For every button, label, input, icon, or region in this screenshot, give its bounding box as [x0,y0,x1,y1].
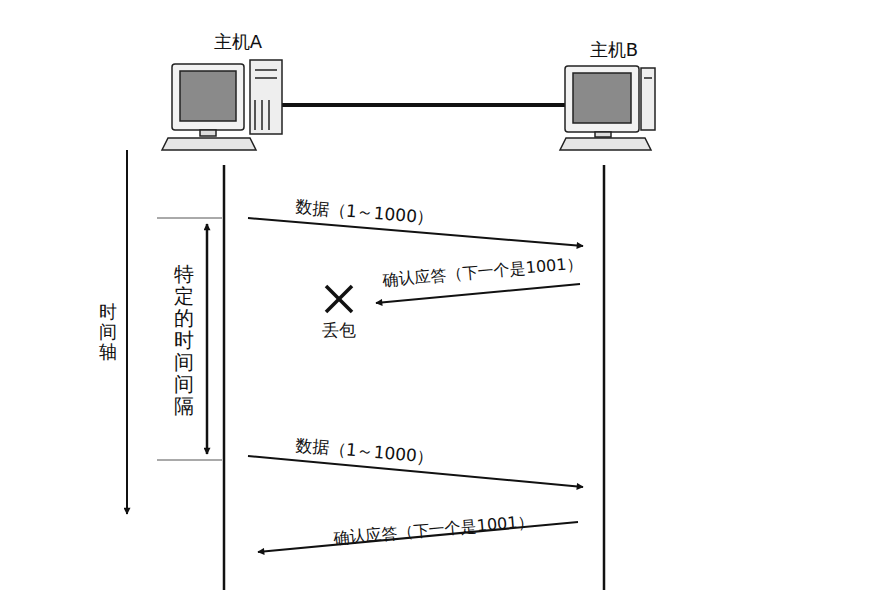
axis-label: 时间轴 [99,302,117,361]
bracket-line [157,460,222,461]
timeline [603,165,606,590]
bracket-line [157,218,222,219]
computer-icon [162,60,282,150]
network-cable [282,103,566,107]
host-label: 主机A [214,31,262,53]
loss-label: 丢包 [322,320,356,340]
message-label: 数据（1～1000） [295,435,435,467]
message-label: 数据（1～1000） [295,196,435,228]
interval-label: 特定的时间间隔 [174,263,194,417]
message-label: 确认应答（下一个是1001） [381,254,583,291]
host-label: 主机B [590,39,638,61]
interval-arrow [206,224,209,454]
computer-icon [560,66,655,150]
message-label: 确认应答（下一个是1001） [332,512,534,549]
timeline [223,165,226,590]
loss-cross [326,286,352,312]
time-axis [126,150,128,514]
